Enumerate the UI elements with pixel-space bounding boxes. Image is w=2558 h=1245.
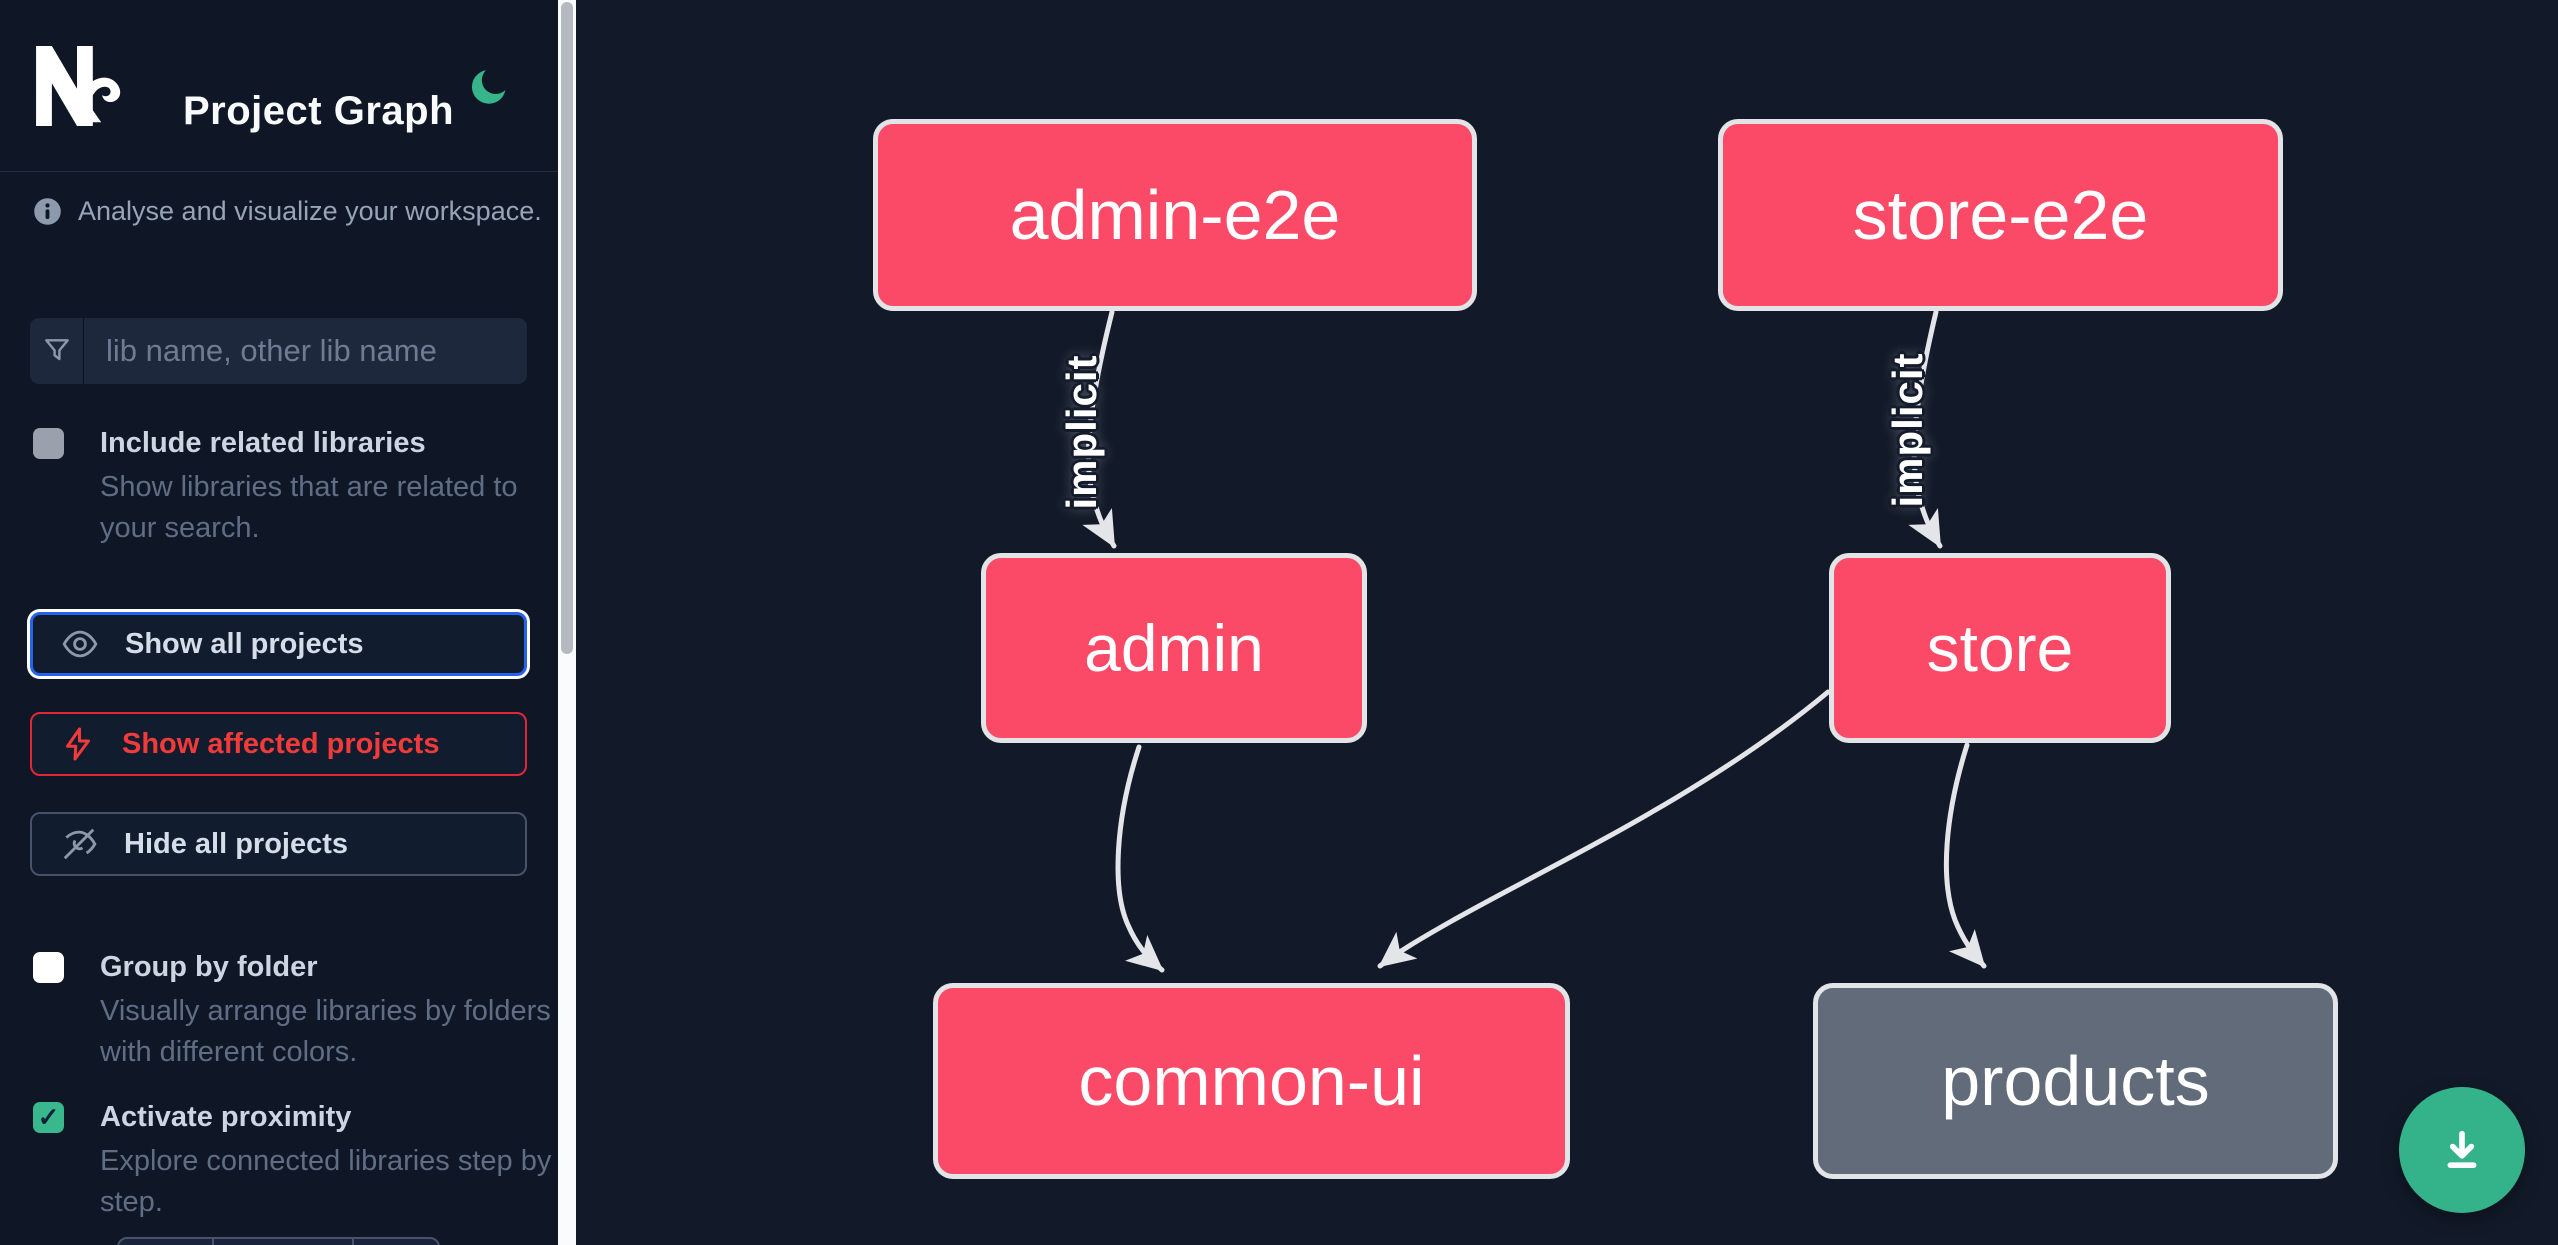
activate-proximity-checkbox[interactable]: ✓ — [33, 1102, 64, 1133]
bolt-icon — [66, 727, 90, 761]
page-title: Project Graph — [183, 88, 455, 133]
hide-all-projects-label: Hide all projects — [124, 827, 349, 860]
sidebar-header: Project Graph — [0, 0, 558, 172]
proximity-depth-stepper[interactable] — [117, 1237, 440, 1245]
funnel-icon — [44, 339, 69, 361]
edge-store-common-ui — [1377, 689, 1831, 969]
show-all-projects-button[interactable]: Show all projects — [30, 612, 527, 676]
sidebar-scrollbar[interactable] — [558, 0, 576, 1245]
eye-off-icon — [63, 828, 97, 860]
node-admin[interactable]: admin — [981, 553, 1367, 743]
include-related-checkbox[interactable] — [33, 428, 64, 459]
filter-input[interactable] — [84, 318, 527, 384]
show-affected-projects-label: Show affected projects — [122, 727, 440, 760]
node-store-e2e[interactable]: store-e2e — [1718, 119, 2283, 311]
project-filter — [30, 318, 527, 384]
group-by-folder-checkbox[interactable] — [33, 952, 64, 983]
download-icon — [2447, 1130, 2477, 1168]
group-by-folder-row: Group by folder Visually arrange librari… — [33, 948, 552, 1073]
stepper-increment-segment[interactable] — [354, 1239, 438, 1245]
info-icon — [34, 198, 61, 225]
edge-store-e2e-store — [1908, 309, 1943, 549]
activate-proximity-description: Explore connected libraries step by step… — [100, 1145, 552, 1218]
include-related-row: Include related libraries Show libraries… — [33, 424, 552, 549]
nx-logo-icon — [36, 46, 121, 126]
hide-all-projects-button[interactable]: Hide all projects — [30, 812, 527, 876]
edge-label-implicit-admin: implicit — [1058, 354, 1105, 510]
workspace-info-text: Analyse and visualize your workspace. — [78, 196, 542, 226]
edge-label-implicit-store: implicit — [1884, 352, 1931, 508]
activate-proximity-label: Activate proximity — [100, 1101, 352, 1133]
group-by-folder-description: Visually arrange libraries by folders wi… — [100, 995, 551, 1068]
download-image-button[interactable] — [2399, 1087, 2525, 1213]
node-admin-e2e[interactable]: admin-e2e — [873, 119, 1477, 311]
group-by-folder-label: Group by folder — [100, 951, 318, 983]
stepper-decrement-segment[interactable] — [119, 1239, 214, 1245]
show-all-projects-label: Show all projects — [125, 627, 364, 660]
filter-funnel-cell — [30, 318, 84, 384]
edge-store-products — [1943, 742, 1987, 969]
edge-admin-e2e-admin — [1082, 309, 1117, 549]
scrollbar-thumb[interactable] — [561, 2, 573, 654]
include-related-label: Include related libraries — [100, 427, 426, 459]
eye-icon — [62, 630, 98, 658]
node-products[interactable]: products — [1813, 983, 2338, 1179]
edge-admin-common-ui — [1115, 744, 1165, 973]
workspace-info: Analyse and visualize your workspace. — [33, 196, 542, 227]
activate-proximity-row: ✓ Activate proximity Explore connected l… — [33, 1098, 552, 1223]
sidebar: Project Graph Analyse and visualize your… — [0, 0, 558, 1245]
node-store[interactable]: store — [1829, 553, 2171, 743]
moon-icon — [471, 70, 506, 104]
show-affected-projects-button[interactable]: Show affected projects — [30, 712, 527, 776]
theme-toggle-button[interactable] — [462, 58, 518, 114]
include-related-description: Show libraries that are related to your … — [100, 471, 518, 544]
stepper-value-segment — [214, 1239, 354, 1245]
node-common-ui[interactable]: common-ui — [933, 983, 1570, 1179]
